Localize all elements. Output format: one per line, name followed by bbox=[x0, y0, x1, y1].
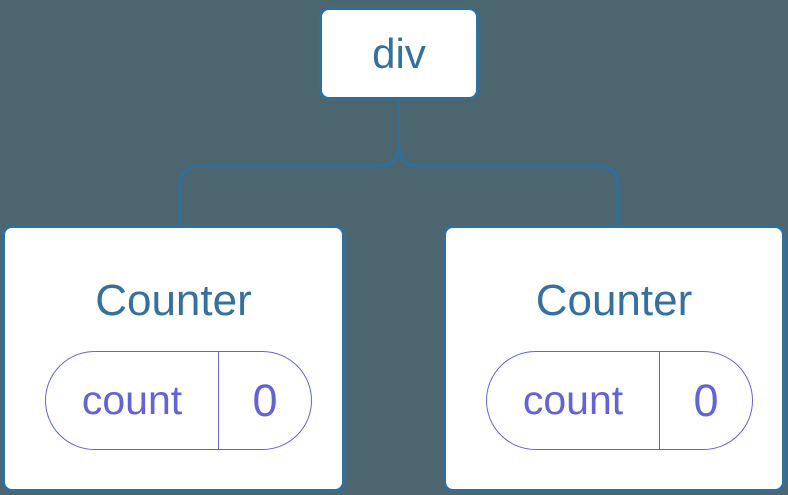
state-value: 0 bbox=[252, 374, 278, 426]
state-name: count bbox=[46, 352, 219, 449]
state-name: count bbox=[487, 352, 660, 449]
connector-left-branch bbox=[178, 100, 400, 226]
root-node-label: div bbox=[372, 29, 426, 77]
tree-node-div: div bbox=[319, 7, 479, 100]
state-pill: count 0 bbox=[486, 351, 753, 450]
component-title: Counter bbox=[95, 276, 252, 325]
component-title: Counter bbox=[535, 276, 693, 325]
tree-node-counter-right: Counter count 0 bbox=[443, 225, 785, 492]
state-pill: count 0 bbox=[45, 351, 312, 450]
tree-node-counter-left: Counter count 0 bbox=[2, 225, 345, 492]
connector-right-branch bbox=[397, 100, 620, 226]
state-value: 0 bbox=[693, 374, 719, 426]
